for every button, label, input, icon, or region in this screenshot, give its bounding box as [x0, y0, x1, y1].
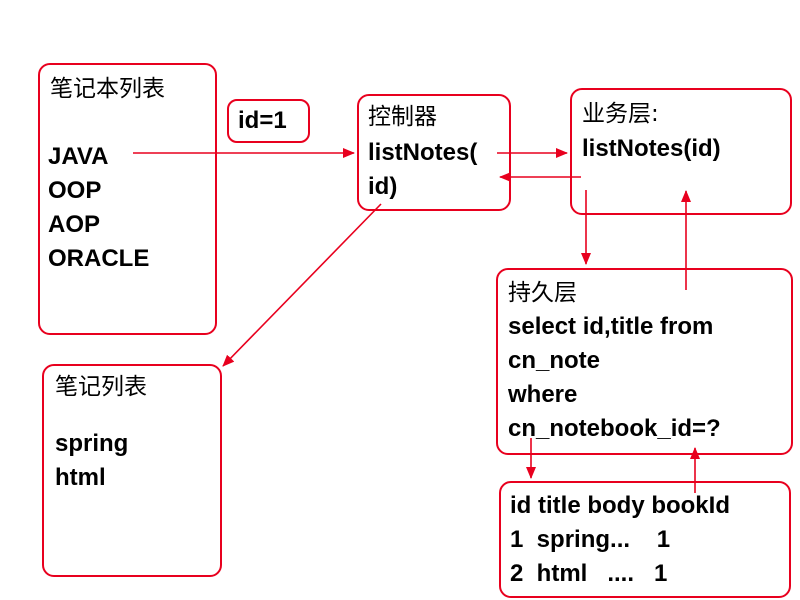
- note-list-title: 笔记列表: [55, 374, 147, 400]
- db-table-header: id title body bookId: [510, 492, 730, 519]
- id-param-box: [227, 99, 310, 143]
- note-item-html: html: [55, 464, 106, 491]
- db-table-row-1: 1 spring... 1: [510, 526, 671, 553]
- dao-sql-line-4: cn_notebook_id=?: [508, 415, 721, 442]
- note-item-spring: spring: [55, 430, 129, 457]
- service-method: listNotes(id): [582, 135, 721, 162]
- notebook-item-java: JAVA: [48, 143, 109, 170]
- notebook-item-oop: OOP: [48, 177, 102, 204]
- db-table-box: [499, 481, 791, 598]
- note-list-box: [42, 364, 222, 577]
- dao-box: [496, 268, 793, 455]
- notebook-item-aop: AOP: [48, 211, 101, 238]
- db-table-row-2: 2 html .... 1: [510, 560, 668, 587]
- arrow-controller-to-notelist: [222, 203, 382, 367]
- controller-method-line-2: id): [368, 173, 398, 200]
- service-title: 业务层:: [582, 101, 659, 127]
- controller-title: 控制器: [368, 104, 437, 130]
- id-param-label: id=1: [238, 107, 287, 134]
- controller-method-line-1: listNotes(: [368, 139, 478, 166]
- notebook-item-oracle: ORACLE: [48, 245, 150, 272]
- dao-sql-line-3: where: [508, 381, 578, 408]
- dao-title: 持久层: [508, 280, 577, 306]
- dao-sql-line-2: cn_note: [508, 347, 601, 374]
- notebook-list-box: [38, 63, 217, 335]
- notebook-list-title: 笔记本列表: [50, 76, 165, 102]
- dao-sql-line-1: select id,title from: [508, 313, 714, 340]
